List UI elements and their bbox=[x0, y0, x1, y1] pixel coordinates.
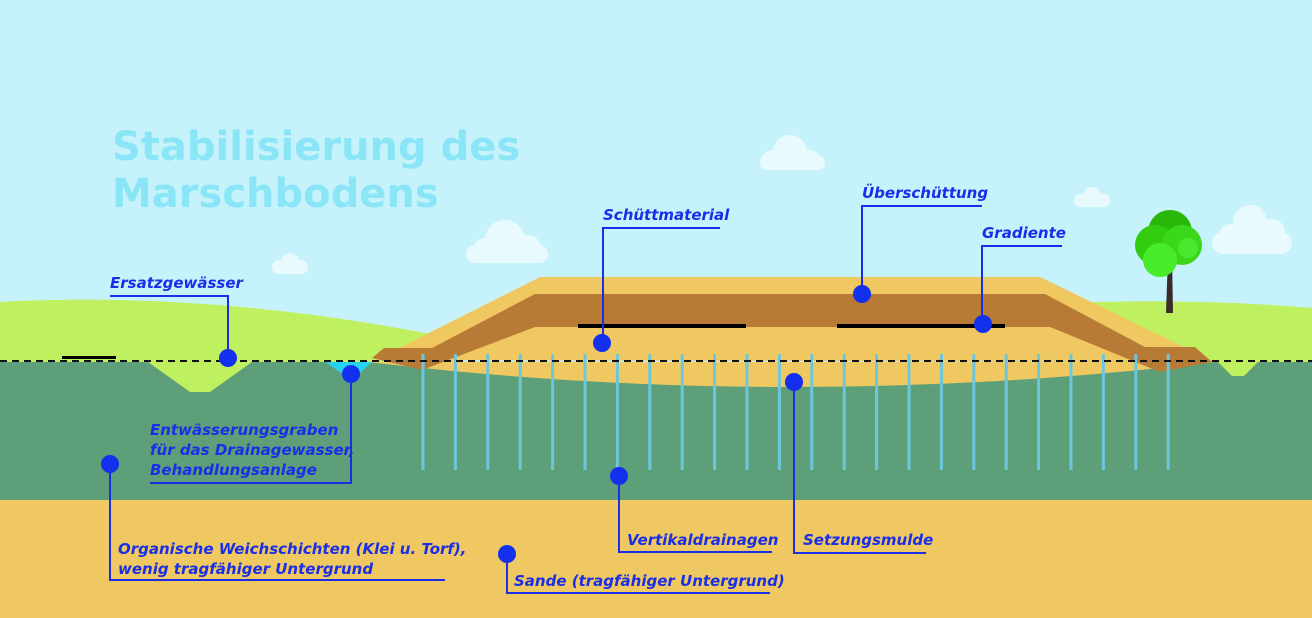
callout-organische: Organische Weichschichten (Klei u. Torf)… bbox=[101, 455, 467, 581]
grade-line-left bbox=[578, 324, 746, 328]
sand-layer bbox=[0, 500, 1312, 618]
label-gradiente: Gradiente bbox=[982, 224, 1066, 242]
callout-schuettmaterial: Schüttmaterial bbox=[593, 206, 730, 352]
callout-vertikaldrainagen: Vertikaldrainagen bbox=[610, 467, 778, 553]
title-line-2: Marschbodens bbox=[112, 171, 439, 217]
callout-gradiente: Gradiente bbox=[974, 224, 1066, 333]
label-ersatzgewaesser: Ersatzgewässer bbox=[110, 274, 245, 292]
cloud-icon bbox=[760, 135, 825, 170]
surcharge-layer bbox=[372, 294, 1212, 372]
callout-setzungsmulde: Setzungsmulde bbox=[785, 373, 933, 554]
label-entwaesserung-2: für das Drainagewasser, bbox=[150, 441, 355, 459]
title-line-1: Stabilisierung des bbox=[112, 124, 520, 170]
clouds bbox=[272, 135, 1292, 274]
callout-ersatzgewaesser: Ersatzgewässer bbox=[110, 274, 245, 367]
marker-dot bbox=[342, 365, 360, 383]
label-entwaesserung-3: Behandlungsanlage bbox=[150, 461, 317, 479]
tree-icon bbox=[1135, 210, 1202, 313]
cloud-icon bbox=[272, 253, 308, 274]
label-organische-2: wenig tragfähiger Untergrund bbox=[118, 560, 373, 578]
callout-sande: Sande (tragfähiger Untergrund) bbox=[498, 545, 785, 594]
label-sande: Sande (tragfähiger Untergrund) bbox=[514, 572, 785, 590]
label-setzungsmulde: Setzungsmulde bbox=[803, 531, 933, 549]
grade-line-right bbox=[837, 324, 1005, 328]
marker-dot bbox=[593, 334, 611, 352]
callout-entwaesserungsgraben: Entwässerungsgraben für das Drainagewass… bbox=[150, 365, 360, 484]
label-vertikaldrainagen: Vertikaldrainagen bbox=[627, 531, 778, 549]
cloud-icon bbox=[1212, 205, 1292, 254]
road-surface-left bbox=[62, 356, 116, 359]
marker-dot bbox=[853, 285, 871, 303]
label-ueberschuettung: Überschüttung bbox=[862, 183, 988, 202]
cloud-icon bbox=[466, 220, 548, 263]
right-trench bbox=[1218, 362, 1258, 376]
callout-ueberschuettung: Überschüttung bbox=[853, 183, 988, 303]
marker-dot bbox=[974, 315, 992, 333]
vertical-drains bbox=[421, 354, 1170, 470]
replacement-water-trench bbox=[148, 362, 252, 392]
label-entwaesserung-1: Entwässerungsgraben bbox=[150, 421, 338, 439]
label-organische-1: Organische Weichschichten (Klei u. Torf)… bbox=[118, 540, 467, 558]
left-hill bbox=[0, 299, 460, 362]
marker-dot bbox=[219, 349, 237, 367]
label-schuettmaterial: Schüttmaterial bbox=[603, 206, 730, 224]
cloud-icon bbox=[1074, 187, 1110, 207]
